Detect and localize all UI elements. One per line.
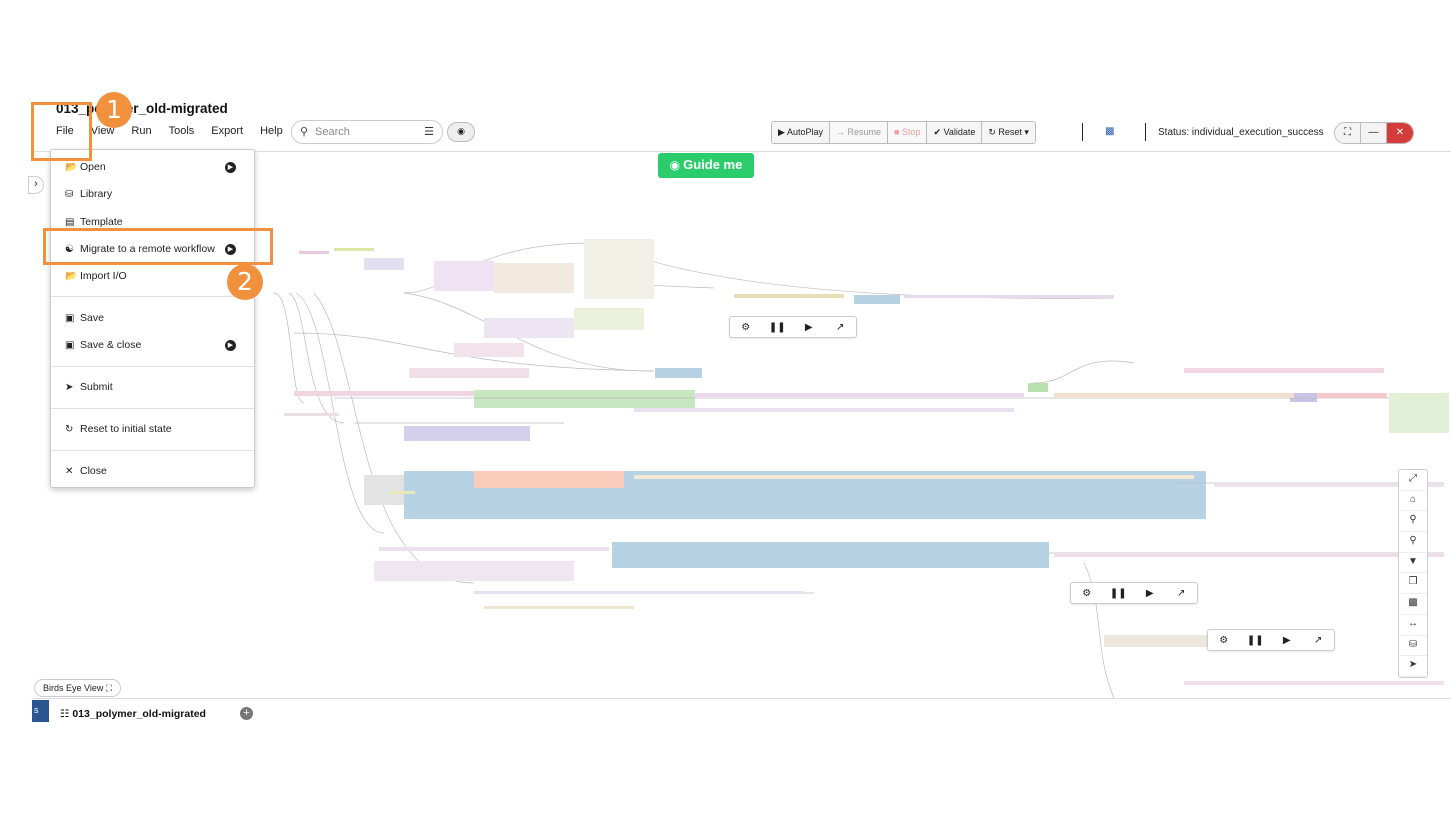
sidebar-toggle[interactable]: › <box>28 176 44 194</box>
play-icon[interactable]: ▶ <box>804 321 813 333</box>
step-badge-1: 1 <box>96 92 132 128</box>
zoom-in-icon[interactable]: ⚲ <box>1399 511 1427 533</box>
bar-chart-icon[interactable]: ▩ <box>1105 126 1115 137</box>
basket-icon[interactable]: ⛁ <box>1399 636 1427 657</box>
sliders-icon[interactable]: ☰ <box>424 126 434 138</box>
gear-icon[interactable]: ⚙ <box>741 321 751 333</box>
line-chart-icon[interactable]: ↗ <box>1314 634 1323 646</box>
server-icon: ▤ <box>65 216 75 228</box>
pause-icon[interactable]: ❚❚ <box>768 321 786 333</box>
filter-icon[interactable]: ▼ <box>1399 553 1427 574</box>
menu-divider <box>51 366 254 367</box>
node-controls: ⚙ ❚❚ ▶ ↗ <box>1207 629 1335 651</box>
tab-workflow[interactable]: ☷ 013_polymer_old-migrated <box>60 708 206 720</box>
play-circle-icon: ▶ <box>225 340 236 351</box>
step-badge-2: 2 <box>227 264 263 300</box>
validate-button[interactable]: ✔ Validate <box>927 122 983 143</box>
reset-button[interactable]: ↻ Reset ▾ <box>982 122 1035 143</box>
lifebuoy-icon: ◉ <box>669 158 681 172</box>
resume-button[interactable]: → Resume <box>829 122 888 143</box>
stop-button[interactable]: ■ Stop <box>888 122 928 143</box>
close-icon: ✕ <box>65 465 74 477</box>
folder-open-icon: 📂 <box>65 161 78 173</box>
menu-item-save[interactable]: ▣Save <box>65 312 104 324</box>
floppy-icon: ▣ <box>65 339 75 351</box>
play-circle-icon: ▶ <box>225 162 236 173</box>
autoplay-button[interactable]: ▶ AutoPlay <box>772 122 830 143</box>
menu-bar: File View Run Tools Export Help <box>56 125 300 137</box>
highlight-migrate <box>43 228 273 265</box>
pointer-icon[interactable]: ➤ <box>1399 656 1427 677</box>
menu-run[interactable]: Run <box>131 125 152 137</box>
menu-item-reset[interactable]: ↻Reset to initial state <box>65 423 172 435</box>
gear-icon[interactable]: ⚙ <box>1082 587 1092 599</box>
minimize-button[interactable]: — <box>1361 123 1387 143</box>
refresh-icon: ↻ <box>65 423 74 435</box>
menu-divider <box>51 296 254 297</box>
play-icon[interactable]: ▶ <box>1282 634 1291 646</box>
expand-width-icon[interactable]: ↔ <box>1399 615 1427 636</box>
home-icon[interactable]: ⌂ <box>1399 491 1427 512</box>
expand-icon: ⛶ <box>105 683 113 693</box>
divider <box>1145 123 1146 141</box>
search-input[interactable]: ⚲ Search ☰ <box>291 120 443 144</box>
menu-item-library[interactable]: ⛁Library <box>65 188 113 200</box>
menu-item-import-io[interactable]: 📂Import I/O <box>65 270 127 282</box>
pause-icon[interactable]: ❚❚ <box>1246 634 1264 646</box>
menu-view[interactable]: View <box>90 125 115 137</box>
header-divider <box>34 151 1451 152</box>
sitemap-icon: ☷ <box>60 708 70 720</box>
menu-file[interactable]: File <box>56 125 74 137</box>
play-icon[interactable]: ▶ <box>1145 587 1154 599</box>
menu-help[interactable]: Help <box>260 125 283 137</box>
menu-item-migrate[interactable]: ☯Migrate to a remote workflow <box>65 243 215 255</box>
menu-divider <box>51 408 254 409</box>
menu-export[interactable]: Export <box>211 125 244 137</box>
pause-icon[interactable]: ❚❚ <box>1109 587 1127 599</box>
tab-previous[interactable]: s <box>32 700 49 722</box>
canvas-tools: ⤢ ⌂ ⚲ ⚲ ▼ ❐ ▩ ↔ ⛁ ➤ <box>1398 469 1428 678</box>
rocket-icon: ➤ <box>65 381 74 393</box>
workflow-canvas[interactable]: ⚙ ❚❚ ▶ ↗ ⚙ ❚❚ ▶ ↗ ⚙ ❚❚ ▶ ↗ <box>34 153 1451 698</box>
line-chart-icon[interactable]: ↗ <box>836 321 845 333</box>
bottom-divider <box>34 698 1451 699</box>
layers-icon[interactable]: ❐ <box>1399 573 1427 595</box>
window-controls: ⛶ — ✕ <box>1334 122 1414 144</box>
handshake-icon: ☯ <box>65 243 74 255</box>
fit-icon[interactable]: ⤢ <box>1399 470 1427 491</box>
divider <box>1082 123 1083 141</box>
menu-item-template[interactable]: ▤Template <box>65 216 123 228</box>
fullscreen-icon[interactable]: ⛶ <box>1335 123 1361 143</box>
node-controls: ⚙ ❚❚ ▶ ↗ <box>1070 582 1198 604</box>
record-button[interactable]: ◉ <box>447 122 475 142</box>
run-toolbar: ▶ AutoPlay → Resume ■ Stop ✔ Validate ↻ … <box>771 121 1036 144</box>
line-chart-icon[interactable]: ↗ <box>1177 587 1186 599</box>
gear-icon[interactable]: ⚙ <box>1219 634 1229 646</box>
play-circle-icon: ▶ <box>225 244 236 255</box>
status-text: Status: individual_execution_success <box>1158 127 1324 138</box>
menu-item-submit[interactable]: ➤Submit <box>65 381 113 393</box>
add-tab-button[interactable]: + <box>240 707 253 720</box>
search-icon: ⚲ <box>300 126 309 138</box>
file-menu-dropdown: 📂Open ▶ ⛁Library ▤Template ☯Migrate to a… <box>50 149 255 488</box>
menu-item-save-close[interactable]: ▣Save & close <box>65 339 142 351</box>
node-controls: ⚙ ❚❚ ▶ ↗ <box>729 316 857 338</box>
database-icon: ⛁ <box>65 188 74 200</box>
bar-chart-icon[interactable]: ▩ <box>1399 594 1427 615</box>
zoom-out-icon[interactable]: ⚲ <box>1399 532 1427 553</box>
floppy-icon: ▣ <box>65 312 75 324</box>
menu-tools[interactable]: Tools <box>168 125 195 137</box>
highlight-file-menu <box>31 102 92 161</box>
folder-open-icon: 📂 <box>65 270 78 282</box>
workflow-app: 013_polymer_old-migrated File View Run T… <box>28 96 1451 728</box>
workflow-graph <box>273 239 1449 698</box>
menu-item-open[interactable]: 📂Open <box>65 161 106 173</box>
menu-divider <box>51 450 254 451</box>
close-button[interactable]: ✕ <box>1387 123 1413 143</box>
menu-item-close[interactable]: ✕Close <box>65 465 107 477</box>
guide-me-button[interactable]: ◉Guide me <box>658 153 754 178</box>
birds-eye-view-button[interactable]: Birds Eye View ⛶ <box>34 679 122 697</box>
search-placeholder: Search <box>315 126 350 138</box>
